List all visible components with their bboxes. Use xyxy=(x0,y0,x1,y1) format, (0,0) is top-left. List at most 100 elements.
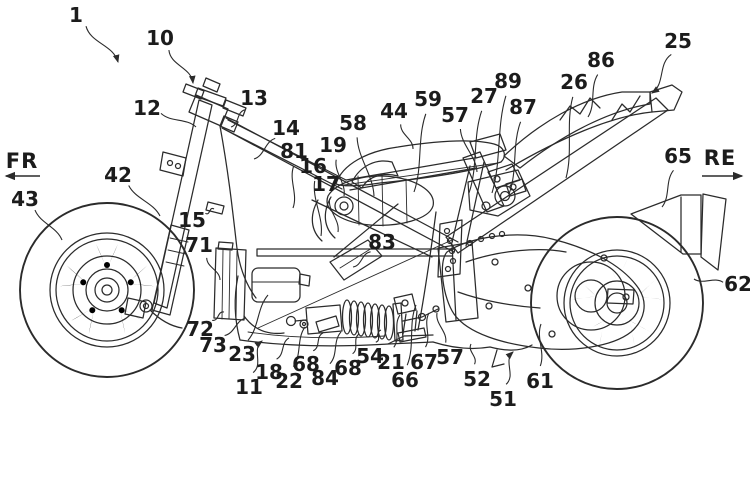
ref-label-13: 13 xyxy=(240,86,268,110)
shock-linkage xyxy=(402,308,439,322)
kick-lever xyxy=(417,211,437,331)
ref-label-61: 61 xyxy=(526,369,554,393)
rear-mudflap xyxy=(630,193,727,271)
tail-tip xyxy=(649,84,683,113)
leader-line-71 xyxy=(206,257,221,281)
lower-tube xyxy=(256,248,456,257)
radiator xyxy=(205,201,285,335)
engine-cylinder xyxy=(326,175,434,226)
rear-hub xyxy=(594,280,640,326)
front-brake-disc xyxy=(72,255,142,325)
ref-label-86: 86 xyxy=(587,48,615,72)
leader-line-21 xyxy=(393,314,401,348)
ref-label-21: 21 xyxy=(377,350,405,374)
ref-label-83: 83 xyxy=(368,230,396,254)
cvt-pulley-cover xyxy=(556,261,626,331)
leader-line-67 xyxy=(425,312,430,348)
ref-label-87: 87 xyxy=(509,95,537,119)
leader-line-26 xyxy=(565,96,574,179)
steering-head xyxy=(182,77,247,133)
side-stand xyxy=(491,349,505,368)
leader-line-23 xyxy=(247,294,269,341)
handlebar-right xyxy=(222,99,247,117)
leader-line-57 xyxy=(459,128,478,173)
brake-caliper xyxy=(124,297,147,319)
ref-label-72: 72 xyxy=(186,317,214,341)
tail-frame xyxy=(445,84,683,254)
ref-label-67: 67 xyxy=(410,350,438,374)
ref-label-25: 25 xyxy=(664,29,692,53)
leader-line-11 xyxy=(252,340,263,374)
ref-label-66: 66 xyxy=(391,368,419,392)
leader-line-13 xyxy=(230,109,245,128)
ref-label-18: 18 xyxy=(255,360,283,384)
ref-label-59: 59 xyxy=(414,87,442,111)
ref-label-16: 16 xyxy=(299,154,327,178)
electrical-box xyxy=(251,267,311,303)
leader-line-42 xyxy=(128,185,161,217)
leader-line-83 xyxy=(352,251,371,268)
radiator-hose xyxy=(243,315,285,335)
ref-label-27: 27 xyxy=(470,84,498,108)
ref-label-54: 54 xyxy=(356,344,384,368)
pillion-pad xyxy=(469,133,507,159)
leader-line-22 xyxy=(292,326,306,367)
ref-label-51: 51 xyxy=(489,387,517,411)
ref-label-10: 10 xyxy=(146,26,174,50)
leader-line-72 xyxy=(212,311,225,321)
ref-label-57: 57 xyxy=(441,103,469,127)
shock-mount-bracket xyxy=(315,315,340,333)
front-hub xyxy=(85,268,129,312)
ref-label-84: 84 xyxy=(311,366,339,390)
foot-peg xyxy=(397,327,427,343)
ref-label-19: 19 xyxy=(319,133,347,157)
leader-line-58 xyxy=(356,137,375,197)
ref-label-15: 15 xyxy=(178,208,206,232)
ref-label-71: 71 xyxy=(185,233,213,257)
seat-back-bracket xyxy=(462,133,527,213)
ref-label-42: 42 xyxy=(104,163,132,187)
leader-line-68 xyxy=(312,332,324,352)
exhaust-underbody xyxy=(432,341,533,368)
direction-markers: FR RE xyxy=(4,146,744,181)
cross-braces xyxy=(311,199,433,258)
leader-line-73 xyxy=(224,317,247,337)
engine-case-front xyxy=(437,241,479,323)
rear-direction-label: RE xyxy=(704,146,737,170)
ref-label-57: 57 xyxy=(436,345,464,369)
frame xyxy=(219,117,531,331)
front-fork xyxy=(124,99,213,329)
frame-gusset xyxy=(467,169,531,217)
ref-label-89: 89 xyxy=(494,69,522,93)
leader-line-25 xyxy=(651,53,672,94)
leader-line-1 xyxy=(85,26,120,64)
rear-uprights xyxy=(451,161,485,247)
fork-slider xyxy=(151,224,190,316)
leader-line-81 xyxy=(291,165,296,209)
leader-line-61 xyxy=(538,323,543,367)
ref-label-52: 52 xyxy=(463,367,491,391)
fork-bracket xyxy=(205,201,225,215)
ref-label-43: 43 xyxy=(11,187,39,211)
leader-line-68 xyxy=(352,333,360,355)
bar-riser xyxy=(202,77,221,93)
pivot-plate xyxy=(437,219,463,278)
down-tube xyxy=(219,125,257,299)
ref-label-12: 12 xyxy=(133,96,161,120)
leader-line-17 xyxy=(328,198,339,233)
radiator-cap xyxy=(217,241,234,251)
top-clamp xyxy=(194,87,227,107)
leader-line-12 xyxy=(160,112,197,128)
ref-label-68: 68 xyxy=(334,356,362,380)
intake-duct xyxy=(311,199,323,242)
shock-end-plate xyxy=(392,302,404,342)
leader-line-84 xyxy=(329,331,342,365)
ref-label-26: 26 xyxy=(560,70,588,94)
leader-line-10 xyxy=(168,50,196,85)
leader-line-18 xyxy=(276,337,290,360)
leader-line-62 xyxy=(693,278,724,283)
leader-line-59 xyxy=(413,113,427,193)
